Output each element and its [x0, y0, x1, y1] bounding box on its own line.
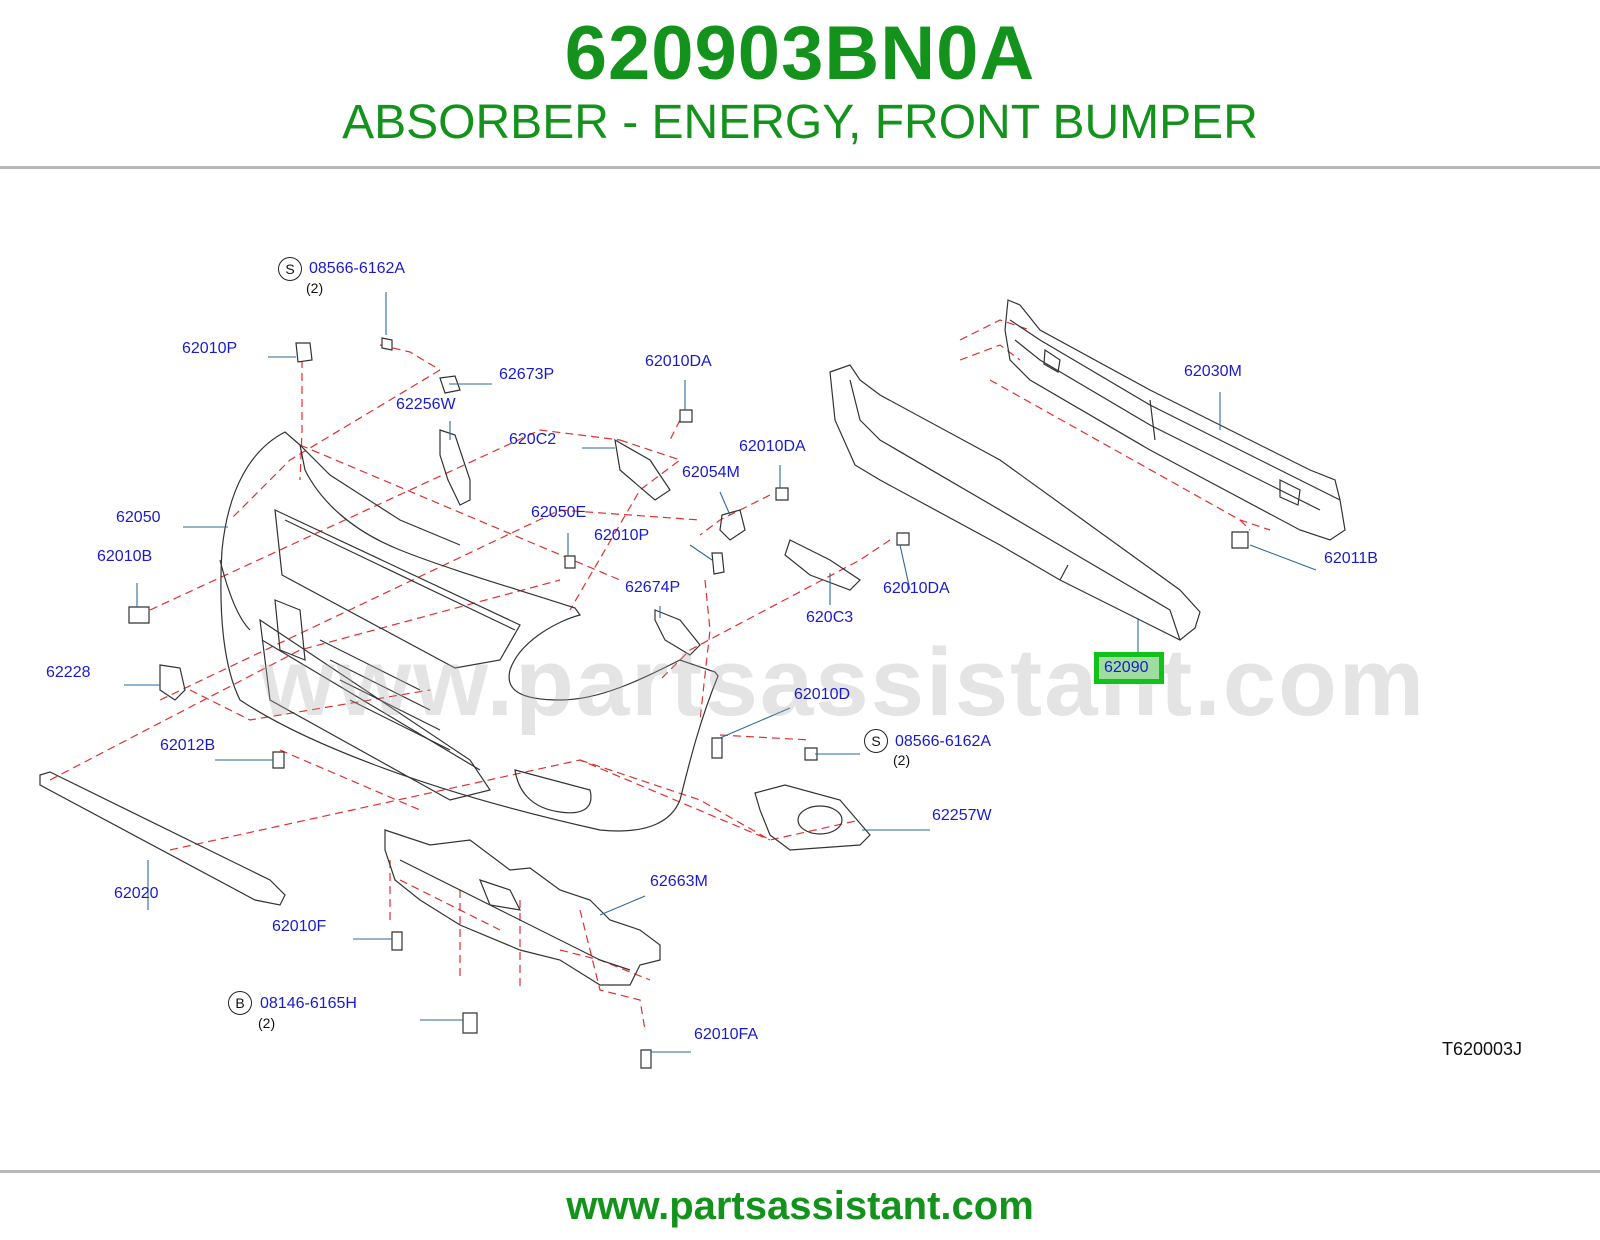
- reinforcement-62030m: [1004, 299, 1346, 541]
- part-label[interactable]: 08146-6165H: [260, 995, 357, 1012]
- bracket-62674p: [654, 609, 701, 656]
- part-label[interactable]: 62010B: [97, 548, 153, 565]
- part-label[interactable]: 62257W: [932, 807, 992, 824]
- part-label[interactable]: 62050: [116, 509, 161, 526]
- bracket-620c3: [784, 539, 861, 591]
- part-label[interactable]: 62228: [46, 664, 91, 681]
- part-label[interactable]: 62010F: [272, 918, 327, 935]
- part-label[interactable]: 62012B: [160, 737, 216, 754]
- part-label[interactable]: 62010DA: [739, 438, 806, 455]
- bumper-fascia-62050: [219, 431, 719, 832]
- highlight-box: [1094, 652, 1164, 684]
- quantity: (2): [306, 280, 324, 296]
- watermark: www.partsassistant.com: [260, 629, 1427, 736]
- part-label[interactable]: 62030M: [1184, 363, 1242, 380]
- part-label[interactable]: 62050E: [531, 504, 587, 521]
- energy-absorber-62090: [829, 364, 1201, 641]
- part-label[interactable]: 08566-6162A: [309, 260, 406, 277]
- part-label[interactable]: 62010D: [794, 686, 851, 703]
- part-label[interactable]: 62673P: [499, 366, 555, 383]
- part-label[interactable]: 620C3: [806, 609, 854, 626]
- divider-top: [0, 166, 1600, 169]
- clip-62673p: [439, 375, 461, 394]
- part-label[interactable]: 62010DA: [645, 353, 712, 370]
- quantity: (2): [258, 1015, 276, 1031]
- part-label[interactable]: 62010P: [182, 340, 238, 357]
- part-label[interactable]: 62010DA: [883, 580, 950, 597]
- header: 620903BN0A ABSORBER - ENERGY, FRONT BUMP…: [0, 0, 1600, 170]
- fog-lamp-finisher-62257w: [754, 784, 871, 851]
- part-label[interactable]: 62674P: [625, 579, 681, 596]
- part-description: ABSORBER - ENERGY, FRONT BUMPER: [342, 96, 1258, 149]
- small-brackets: [159, 375, 861, 769]
- part-label[interactable]: 62054M: [682, 464, 740, 481]
- part-label-highlighted[interactable]: 62090: [1104, 659, 1149, 676]
- bracket-62054m: [719, 509, 746, 541]
- divider-bottom: [0, 1170, 1600, 1173]
- part-label[interactable]: 62010P: [594, 527, 650, 544]
- parts-diagram: www.partsassistant.com S 08566-6162A (2)…: [0, 240, 1600, 1120]
- part-label[interactable]: 62020: [114, 885, 159, 902]
- leader-lines: [124, 292, 1317, 1053]
- circle-letter-s: S: [278, 257, 302, 281]
- part-label[interactable]: 62011B: [1324, 550, 1378, 567]
- circle-letter-b: B: [228, 991, 252, 1015]
- undercover-62663m: [384, 829, 661, 986]
- quantity: (2): [893, 752, 911, 768]
- footer-url[interactable]: www.partsassistant.com: [566, 1184, 1034, 1228]
- part-number: 620903BN0A: [564, 11, 1036, 96]
- diagram-code: T620003J: [1442, 1039, 1523, 1059]
- circle-letter-s: S: [864, 729, 888, 753]
- part-label[interactable]: 08566-6162A: [895, 733, 992, 750]
- bracket-620c2: [614, 438, 671, 501]
- bracket-62256w: [439, 429, 471, 506]
- fasteners: [128, 337, 1249, 1069]
- diagram-drawing: [39, 292, 1346, 1069]
- part-label[interactable]: 620C2: [509, 431, 557, 448]
- part-label[interactable]: 62256W: [396, 396, 456, 413]
- part-label[interactable]: 62663M: [650, 873, 708, 890]
- part-label[interactable]: 62010FA: [694, 1026, 759, 1043]
- nut-62012b: [272, 751, 285, 769]
- bracket-62228: [159, 664, 186, 701]
- lower-molding-62020: [39, 771, 286, 906]
